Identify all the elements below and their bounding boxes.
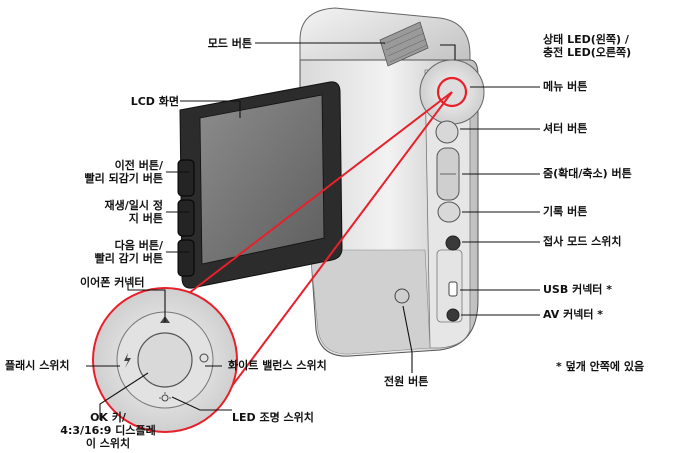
label-prev-button-line2: 빨리 되감기 버튼 [84,172,164,185]
label-cover-note: * 덮개 안쪽에 있음 [556,360,645,373]
label-earphone-connector: 이어폰 커넥터 [80,276,145,289]
speaker-grille-icon [379,21,429,67]
label-led-light-switch: LED 조명 스위치 [232,411,314,424]
leader-lines [86,42,540,420]
label-next-button-line2: 빨리 감기 버튼 [94,252,163,265]
label-macro-switch: 접사 모드 스위치 [543,235,622,248]
label-status-led: 상태 LED(왼쪽) / 충전 LED(오른쪽) [543,33,631,59]
white-balance-icon [199,353,209,363]
label-prev-button: 이전 버튼/ 빨리 되감기 버튼 [85,159,164,185]
label-usb-connector: USB 커넥터 * [543,283,613,296]
side-buttons [394,120,461,322]
label-play-pause-line1: 재생/일시 정 [104,199,163,212]
highlight-lines [179,76,468,387]
flash-icon [124,353,131,368]
led-light-icon [159,392,171,402]
label-prev-button-line1: 이전 버튼/ [114,159,163,172]
label-lcd-screen: LCD 화면 [130,95,179,108]
label-play-pause-button: 재생/일시 정 지 버튼 [105,199,163,225]
label-ok-key: OK 키/ 4:3/16:9 디스플레 이 스위치 [58,411,158,450]
label-status-led-line1: 상태 LED(왼쪽) / [543,33,629,46]
label-zoom-button: 줌(확대/축소) 버튼 [543,167,632,180]
label-play-pause-line2: 지 버튼 [128,212,163,225]
magnified-dial [92,287,238,433]
lcd-panel [177,81,343,289]
label-av-connector: AV 커넥터 * [543,308,604,321]
label-next-button-line1: 다음 버튼/ [114,239,163,252]
label-power-button: 전원 버튼 [384,375,429,388]
label-white-balance-switch: 화이트 밸런스 스위치 [228,359,327,372]
label-menu-button: 메뉴 버튼 [543,80,588,93]
label-ok-key-line1: OK 키/ [90,411,126,424]
label-ok-key-line2: 4:3/16:9 디스플레 [60,424,156,437]
label-ok-key-line3: 이 스위치 [85,437,131,450]
label-mode-button: 모드 버튼 [207,37,252,50]
label-status-led-line2: 충전 LED(오른쪽) [543,46,632,59]
label-next-button: 다음 버튼/ 빨리 감기 버튼 [95,239,163,265]
label-record-button: 기록 버튼 [543,205,588,218]
label-shutter-button: 셔터 버튼 [543,122,588,135]
label-flash-switch: 플래시 스위치 [5,359,70,372]
